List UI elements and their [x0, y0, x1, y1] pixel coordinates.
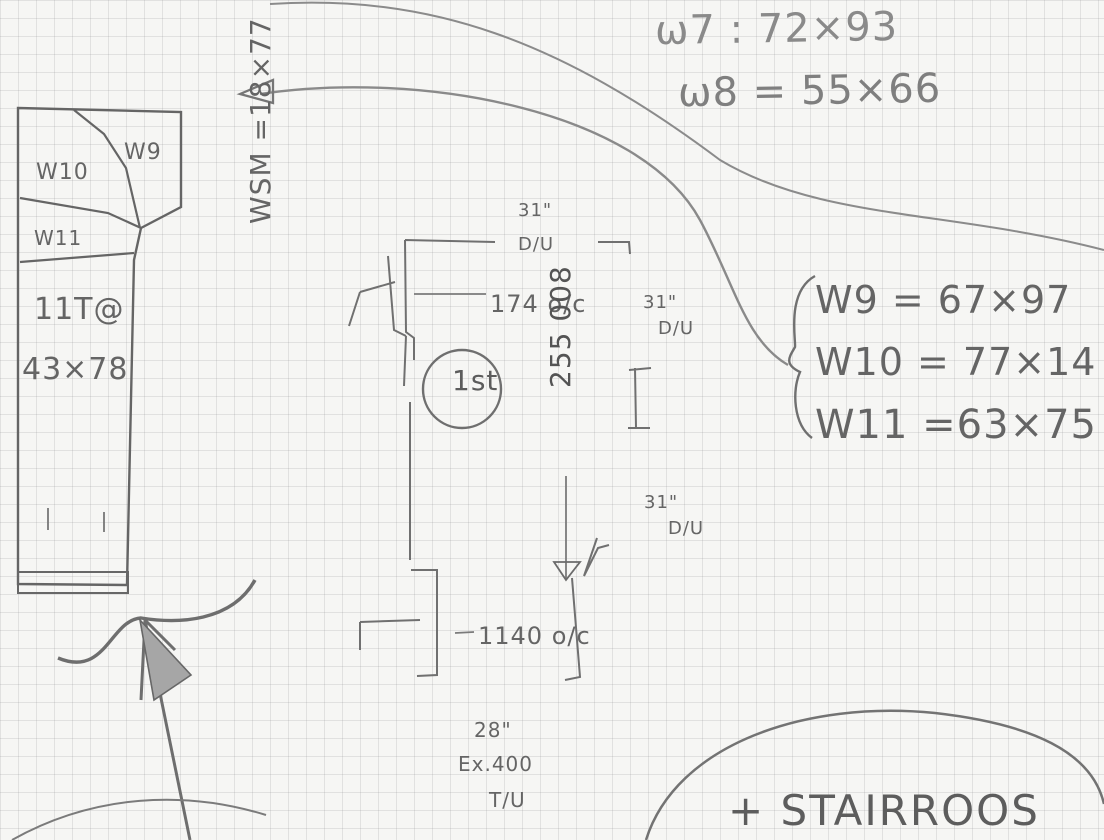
panel-label-11t: 11T@ [34, 292, 125, 327]
panel-label-w9: W9 [124, 140, 162, 165]
note-w10: W10 = 77×14 [815, 340, 1097, 384]
note-wsm: WSM =18×77 [244, 17, 277, 224]
left-panel-inner-1 [19, 196, 142, 230]
dimension-arrowhead [552, 561, 582, 582]
left-panel-ticks [47, 508, 105, 532]
arrow-scribble [57, 579, 257, 664]
note-du-c: D/U [668, 518, 705, 539]
note-first: 1st [452, 364, 499, 397]
main-layout-lines [348, 239, 652, 681]
note-31-c: 31" [644, 492, 679, 513]
panel-label-size: 43×78 [22, 352, 129, 387]
first-floor-circle [421, 348, 503, 430]
note-31-b: 31" [643, 292, 678, 313]
note-stairroos: + STAIRROOS [728, 786, 1040, 835]
right-arc [644, 709, 1104, 840]
arrow-head-left [236, 78, 275, 105]
note-28: 28" [474, 718, 512, 742]
top-left-curve [269, 1, 1104, 251]
panel-label-w10: W10 [36, 160, 89, 185]
note-w11: W11 =63×75 [815, 402, 1097, 448]
note-w7: ω7 : 72×93 [654, 3, 899, 55]
left-panel-inner-3 [73, 109, 142, 229]
note-1140: 1140 o/c [478, 622, 591, 650]
note-174: 174 o/c [490, 290, 587, 318]
note-vertical-numbers: 255 008 [544, 265, 577, 388]
left-panel-bottom-band [17, 571, 129, 594]
bottom-left-arc [11, 798, 267, 840]
note-du-b: D/U [658, 318, 695, 339]
arrow-curve [259, 86, 789, 367]
panel-label-w11: W11 [34, 226, 83, 250]
left-panel-inner-2 [19, 251, 135, 264]
left-panel-outline [16, 106, 183, 587]
note-du-a: D/U [518, 234, 555, 255]
note-31-a: 31" [518, 200, 553, 221]
arrow-scribble-fill [138, 617, 193, 702]
note-tu: T/U [489, 788, 526, 812]
note-w8: ω8 = 55×66 [677, 65, 942, 117]
note-w9: W9 = 67×97 [815, 278, 1072, 322]
note-ex400: Ex.400 [458, 752, 534, 776]
bracket-right [788, 274, 816, 439]
